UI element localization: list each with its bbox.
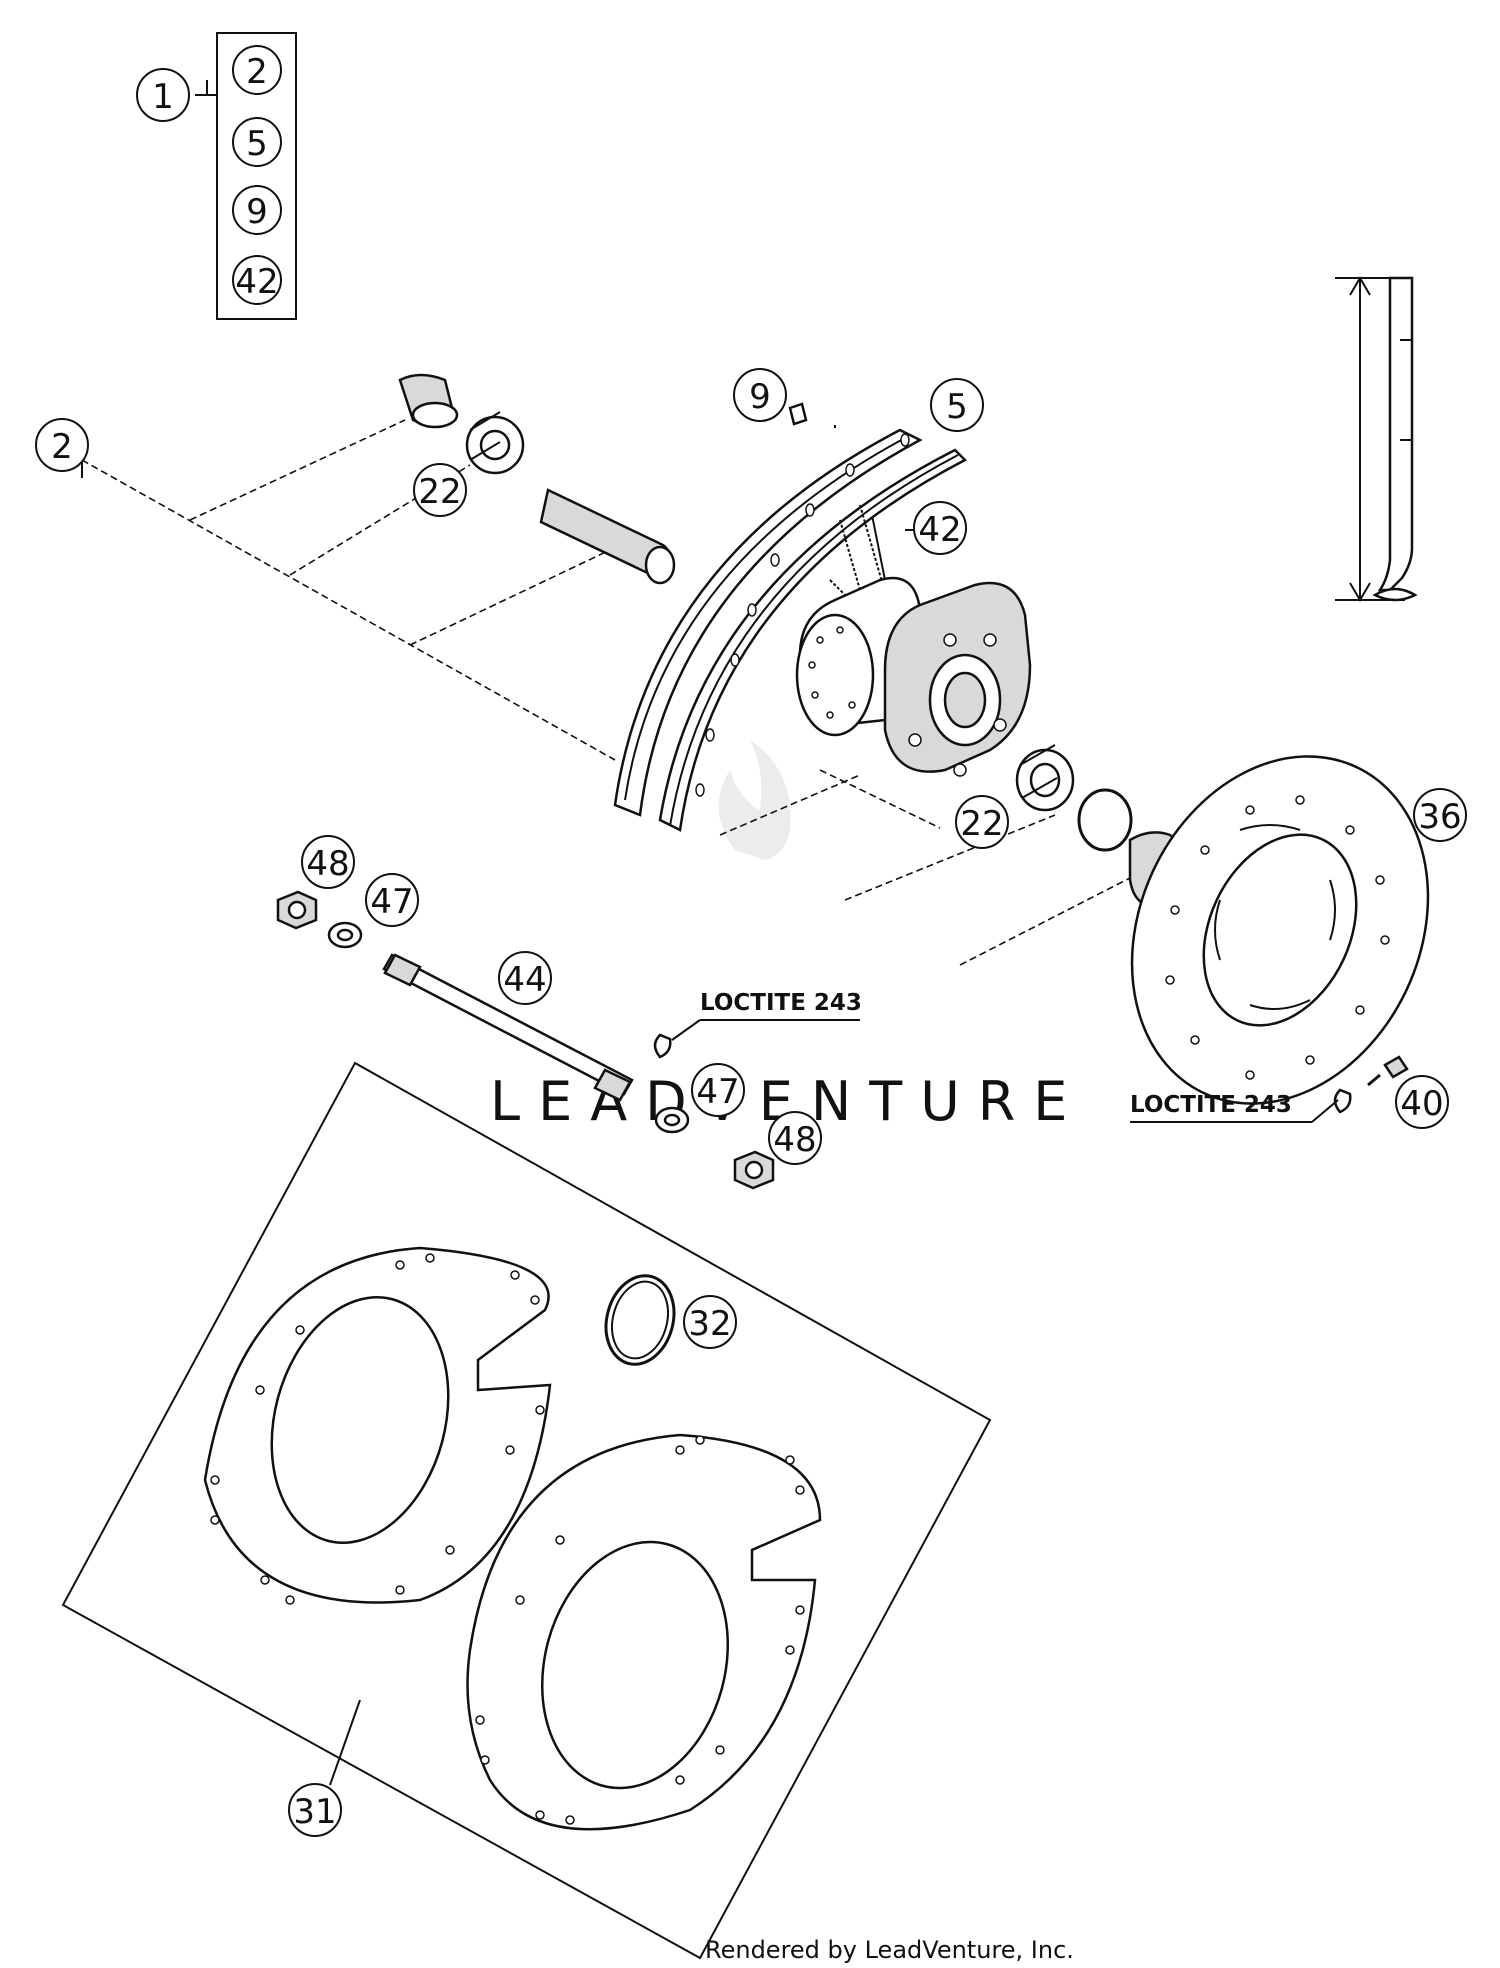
callout-47-left[interactable]: 47 xyxy=(365,873,419,927)
bearing-22-lower xyxy=(1015,744,1075,812)
svg-text:48: 48 xyxy=(773,1120,816,1160)
rim xyxy=(613,428,968,832)
svg-text:5: 5 xyxy=(946,387,968,427)
kit-box xyxy=(216,32,297,320)
washer-47-left xyxy=(327,921,363,949)
svg-text:48: 48 xyxy=(306,844,349,884)
svg-text:47: 47 xyxy=(696,1072,739,1112)
callout-36[interactable]: 36 xyxy=(1413,788,1467,842)
callout-40[interactable]: 40 xyxy=(1395,1075,1449,1129)
kit-item-2[interactable]: 2 xyxy=(232,45,282,95)
kit-item-42[interactable]: 42 xyxy=(232,255,282,305)
brake-disc xyxy=(1130,755,1430,1105)
loctite-note-disc: LOCTITE 243 xyxy=(1130,1092,1339,1123)
hub-flange-holes xyxy=(808,626,856,719)
disc-bolt xyxy=(1367,1055,1409,1087)
svg-text:22: 22 xyxy=(418,472,461,512)
washer-47-right xyxy=(654,1106,690,1134)
svg-text:9: 9 xyxy=(749,377,771,417)
axle-nut-48-right xyxy=(733,1150,775,1190)
gasket-holes xyxy=(210,1253,805,1825)
svg-text:42: 42 xyxy=(235,262,278,302)
gasket-panel xyxy=(61,1061,992,1960)
kit-item-9[interactable]: 9 xyxy=(232,185,282,235)
leader-lines xyxy=(81,419,1131,966)
callout-22-top[interactable]: 22 xyxy=(413,463,467,517)
svg-text:2: 2 xyxy=(246,52,268,92)
callout-44[interactable]: 44 xyxy=(498,951,552,1005)
callout-9[interactable]: 9 xyxy=(733,368,787,422)
callout-48-left[interactable]: 48 xyxy=(301,835,355,889)
svg-text:36: 36 xyxy=(1418,797,1461,837)
svg-text:22: 22 xyxy=(960,804,1003,844)
svg-text:31: 31 xyxy=(293,1792,336,1832)
svg-text:47: 47 xyxy=(370,882,413,922)
retaining-ring xyxy=(604,1274,676,1366)
callout-47-right[interactable]: 47 xyxy=(691,1063,745,1117)
credit-text: Rendered by LeadVenture, Inc. xyxy=(705,1936,1074,1964)
svg-text:9: 9 xyxy=(246,192,268,232)
callout-2[interactable]: 2 xyxy=(35,418,89,478)
kit-group: 1 2 5 9 42 xyxy=(136,32,297,320)
axle-nut-48-left xyxy=(276,890,318,930)
kit-callout[interactable]: 1 xyxy=(136,68,190,122)
kit-item-5[interactable]: 5 xyxy=(232,117,282,167)
svg-text:40: 40 xyxy=(1400,1084,1443,1124)
svg-text:5: 5 xyxy=(246,124,268,164)
svg-text:LOCTITE 243: LOCTITE 243 xyxy=(700,990,862,1016)
loctite-note-axle: LOCTITE 243 xyxy=(671,990,862,1041)
svg-text:42: 42 xyxy=(918,510,961,550)
svg-text:44: 44 xyxy=(503,960,546,1000)
spacer-top xyxy=(398,373,459,429)
svg-text:1: 1 xyxy=(152,77,174,117)
callout-5[interactable]: 5 xyxy=(930,378,984,432)
watermark: LEADVENTURE xyxy=(490,740,1067,1133)
bearing-22-top xyxy=(465,411,525,475)
spoke-nipple xyxy=(788,402,808,426)
loctite-drop-axle xyxy=(653,1033,672,1059)
loctite-drop-disc xyxy=(1333,1088,1352,1114)
disc-holes xyxy=(1165,795,1390,1080)
svg-text:32: 32 xyxy=(688,1304,731,1344)
axle xyxy=(382,953,634,1102)
callout-42[interactable]: 42 xyxy=(905,501,967,555)
spacer-tube xyxy=(539,488,676,585)
circlip xyxy=(1077,788,1133,852)
spoke-illustration xyxy=(1335,276,1418,602)
hub xyxy=(795,576,1032,777)
callout-32[interactable]: 32 xyxy=(683,1295,737,1349)
rim-holes xyxy=(695,433,910,797)
svg-text:2: 2 xyxy=(51,427,73,467)
callout-31[interactable]: 31 xyxy=(288,1699,361,1837)
svg-text:LOCTITE 243: LOCTITE 243 xyxy=(1130,1092,1292,1118)
callout-48-right[interactable]: 48 xyxy=(768,1111,822,1165)
callout-22-lower[interactable]: 22 xyxy=(955,795,1009,849)
